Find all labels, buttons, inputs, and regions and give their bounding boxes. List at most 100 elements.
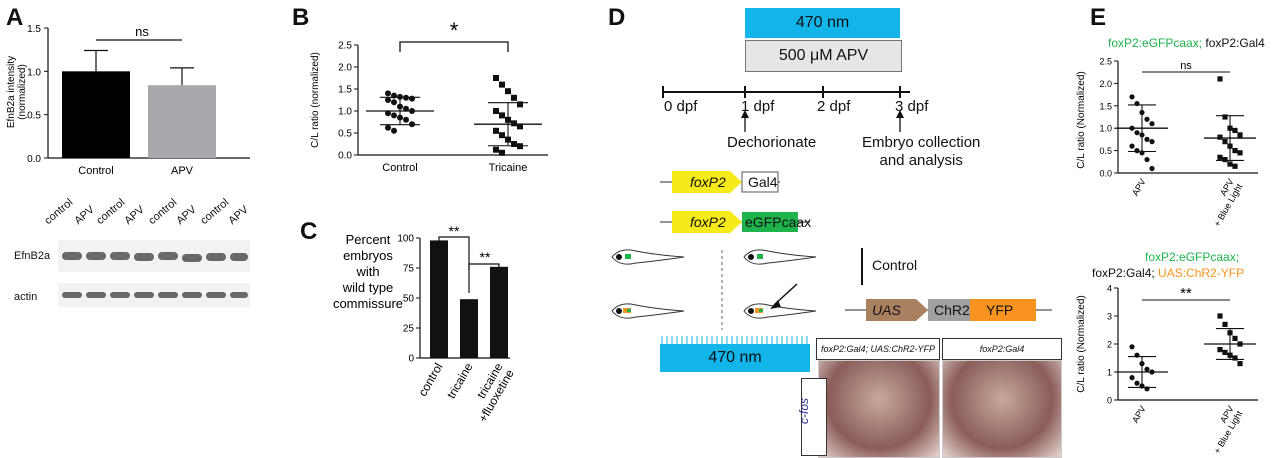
y-tick-label: 3 xyxy=(1107,312,1112,322)
blot-efnb2a-image xyxy=(58,240,250,272)
construct1-gene: Gal4 xyxy=(748,174,778,190)
construct3-promoter: UAS xyxy=(872,302,901,318)
panel-d-letter: D xyxy=(608,4,626,31)
significance-bracket xyxy=(399,41,509,52)
x-tick-label: APV xyxy=(171,165,194,177)
data-point xyxy=(1222,349,1228,355)
y-tick-label: 0.0 xyxy=(27,154,41,165)
data-point xyxy=(385,124,391,131)
x-tick-label: Tricaine xyxy=(489,162,528,174)
x-tick-label: APV+ Blue Light xyxy=(1203,404,1244,456)
y-tick-label: 0 xyxy=(408,354,414,365)
data-point xyxy=(1149,165,1155,172)
data-point xyxy=(391,127,397,134)
data-point xyxy=(499,149,505,156)
y-tick-label: 1.5 xyxy=(1099,101,1112,111)
y-tick-label: 0.0 xyxy=(1099,169,1112,179)
data-point xyxy=(1232,148,1238,154)
construct3-gene-chr2: ChR2 xyxy=(934,302,970,318)
data-point xyxy=(499,81,505,88)
data-point xyxy=(1129,375,1135,381)
data-point xyxy=(1222,321,1228,327)
y-tick-label: 0.5 xyxy=(1099,146,1112,156)
construct2-gene: eGFPcaax xyxy=(745,214,812,230)
cfos-stain-photo-gal4 xyxy=(942,360,1062,458)
blot-actin-image xyxy=(58,283,250,307)
data-point xyxy=(493,75,499,81)
data-point xyxy=(1149,121,1155,127)
y-tick-label: 4 xyxy=(1107,284,1112,294)
significance-label: ** xyxy=(1180,285,1192,302)
data-point xyxy=(1227,161,1233,167)
timeline xyxy=(662,86,910,132)
data-point xyxy=(1232,355,1238,361)
apv-box: 500 μM APV xyxy=(745,40,902,72)
data-point xyxy=(1129,344,1135,350)
data-point xyxy=(1232,335,1238,341)
light-470-bar: 470 nm xyxy=(660,344,810,372)
data-point xyxy=(511,94,517,101)
data-point xyxy=(391,99,397,106)
data-point xyxy=(1217,76,1223,82)
panel-e-letter: E xyxy=(1090,4,1107,31)
significance-label: ns xyxy=(1180,60,1192,72)
event-embryo-collection: Embryo collection and analysis xyxy=(862,134,981,169)
construct-diagrams xyxy=(611,171,1052,344)
y-tick-label: 75 xyxy=(403,264,415,275)
data-point xyxy=(517,101,523,108)
y-tick-label: 1.5 xyxy=(338,85,352,96)
y-axis-label: C/L ratio (Normalized) xyxy=(1076,71,1087,168)
panel-a-letter: A xyxy=(6,4,24,31)
y-tick-label: 100 xyxy=(397,234,414,245)
x-tick-label: Control xyxy=(382,162,417,174)
data-point xyxy=(1144,366,1150,372)
significance-bracket xyxy=(468,263,500,270)
blot-row-label-efnb2a: EfnB2a xyxy=(14,250,51,262)
data-point xyxy=(1129,94,1135,100)
data-point xyxy=(1144,136,1150,142)
panel-e-bottom-title-line1: foxP2:eGFPcaax; xyxy=(1145,250,1240,264)
data-point xyxy=(1237,132,1243,138)
timeline-tick-0dpf: 0 dpf xyxy=(664,98,698,115)
y-axis-label: EfnB2a intensity(normalized) xyxy=(6,56,28,128)
event-dechorionate: Dechorionate xyxy=(727,134,817,151)
y-tick-label: 0.5 xyxy=(27,111,41,122)
significance-label: * xyxy=(450,18,459,43)
y-tick-label: 0.5 xyxy=(338,129,352,140)
y-axis-label: C/L ratio (normalized) xyxy=(310,52,321,148)
data-point xyxy=(493,108,499,114)
timeline-tick-2dpf: 2 dpf xyxy=(817,98,851,115)
bar-1 xyxy=(460,299,478,358)
light-470-box: 470 nm xyxy=(745,8,900,38)
data-point xyxy=(1222,156,1228,163)
data-point xyxy=(1129,143,1135,149)
data-point xyxy=(1217,347,1223,353)
data-point xyxy=(1222,114,1228,120)
construct1-promoter: foxP2 xyxy=(690,174,726,190)
y-tick-label: 2.0 xyxy=(1099,79,1112,89)
timeline-tick-1dpf: 1 dpf xyxy=(741,98,775,115)
y-tick-label: 1 xyxy=(1107,368,1112,378)
data-point xyxy=(511,141,517,147)
data-point xyxy=(517,123,523,130)
data-point xyxy=(1217,154,1223,160)
data-point xyxy=(1222,139,1228,145)
significance-label: ** xyxy=(480,249,491,265)
data-point xyxy=(385,97,391,103)
construct3-gene-yfp: YFP xyxy=(986,302,1014,318)
y-tick-label: 2.5 xyxy=(1099,57,1112,67)
data-point xyxy=(499,112,505,119)
bar-2 xyxy=(490,266,508,358)
panel-e-bottom-title-line2: foxP2:Gal4; UAS:ChR2-YFP xyxy=(1092,266,1245,280)
data-point xyxy=(1217,134,1223,140)
data-point xyxy=(1134,380,1140,386)
data-point xyxy=(1237,150,1243,156)
data-point xyxy=(1149,139,1155,145)
data-point xyxy=(403,105,409,112)
data-point xyxy=(1134,130,1140,136)
data-point xyxy=(493,127,499,134)
